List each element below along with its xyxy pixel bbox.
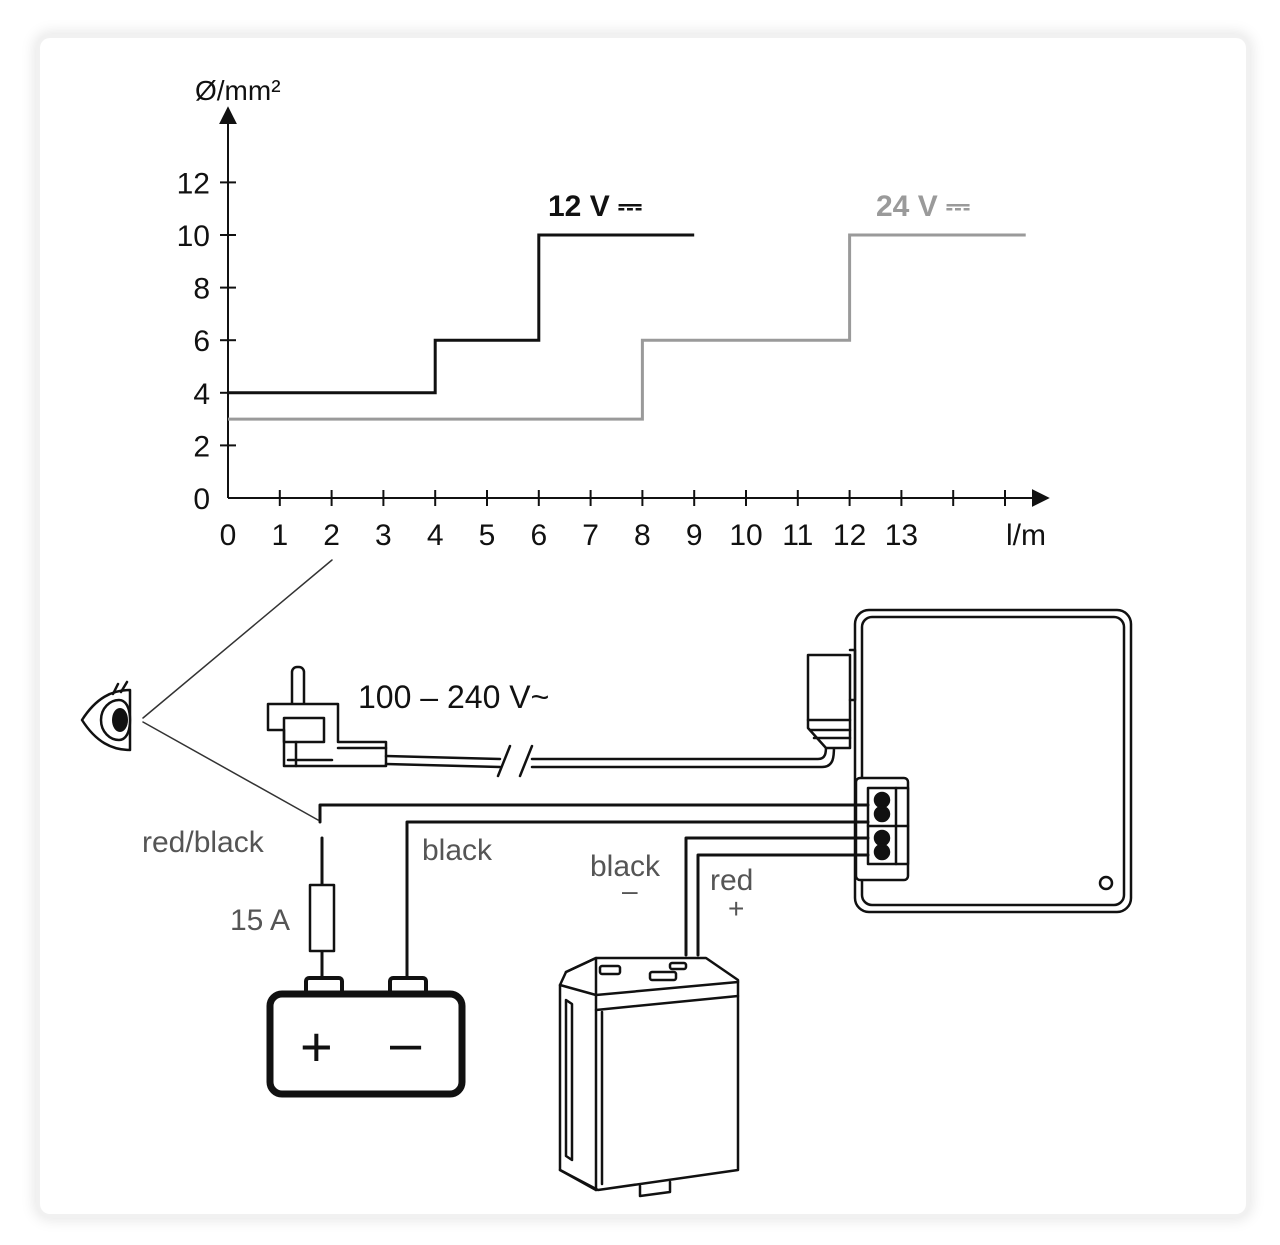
x-tick-label: 5 <box>479 519 496 552</box>
battery-minus-sign: – <box>390 1011 422 1074</box>
mains-cable <box>384 744 836 778</box>
x-tick-label: 3 <box>375 519 392 552</box>
sight-lines <box>142 559 333 821</box>
terminal-block <box>854 776 910 882</box>
mains-voltage-label: 100 – 240 V~ <box>358 679 549 715</box>
x-tick-label: 1 <box>271 519 288 552</box>
dc-wires <box>318 803 870 982</box>
battery-icon <box>266 976 466 1098</box>
y-tick-label: 12 <box>177 167 210 200</box>
y-tick-label: 2 <box>193 430 210 463</box>
fridge-positive-sign: + <box>728 893 744 924</box>
x-axis-label: l/m <box>1006 519 1046 552</box>
series-layer <box>228 233 1026 421</box>
y-axis-label: Ø/mm² <box>195 75 281 106</box>
fuse-icon <box>308 883 336 953</box>
x-tick-label: 7 <box>582 519 599 552</box>
x-tick-label: 6 <box>530 519 547 552</box>
x-tick-label: 2 <box>323 519 340 552</box>
x-tick-label: 4 <box>427 519 444 552</box>
x-tick-label: 12 <box>833 519 866 552</box>
eye-icon <box>80 680 132 752</box>
series-line-24v <box>228 233 1026 421</box>
fuse-rating-label: 15 A <box>230 904 290 937</box>
wire-label-black: black <box>422 834 493 867</box>
wire-label-red-black: red/black <box>142 826 265 859</box>
fridge-negative-sign: – <box>622 875 638 906</box>
y-tick-label: 0 <box>193 483 210 516</box>
series-label-12v: 12 V ⎓ <box>548 190 642 223</box>
y-tick-label: 10 <box>177 220 210 253</box>
x-tick-label: 11 <box>782 519 813 552</box>
power-supply-unit <box>806 608 1133 914</box>
y-tick-label: 4 <box>193 378 210 411</box>
x-tick-label: 0 <box>220 519 237 552</box>
fridge-wire-label-red: red <box>710 864 753 897</box>
x-tick-label: 8 <box>634 519 651 552</box>
fridge-wire-label-black: black <box>590 850 661 883</box>
mains-plug-icon <box>266 665 388 768</box>
x-tick-label: 13 <box>885 519 918 552</box>
series-label-24v: 24 V ⎓ <box>876 190 970 223</box>
battery-plus-sign: + <box>300 1015 333 1078</box>
x-tick-label: 9 <box>686 519 703 552</box>
y-ticks: 0 2 4 6 8 10 12 <box>177 167 236 516</box>
wiring-diagram: 100 – 240 V~ <box>80 559 1133 1198</box>
y-tick-label: 8 <box>193 273 210 306</box>
series-line-12v <box>228 233 695 395</box>
refrigerator-icon <box>558 956 740 1198</box>
y-tick-label: 6 <box>193 325 210 358</box>
x-tick-label: 10 <box>729 519 762 552</box>
